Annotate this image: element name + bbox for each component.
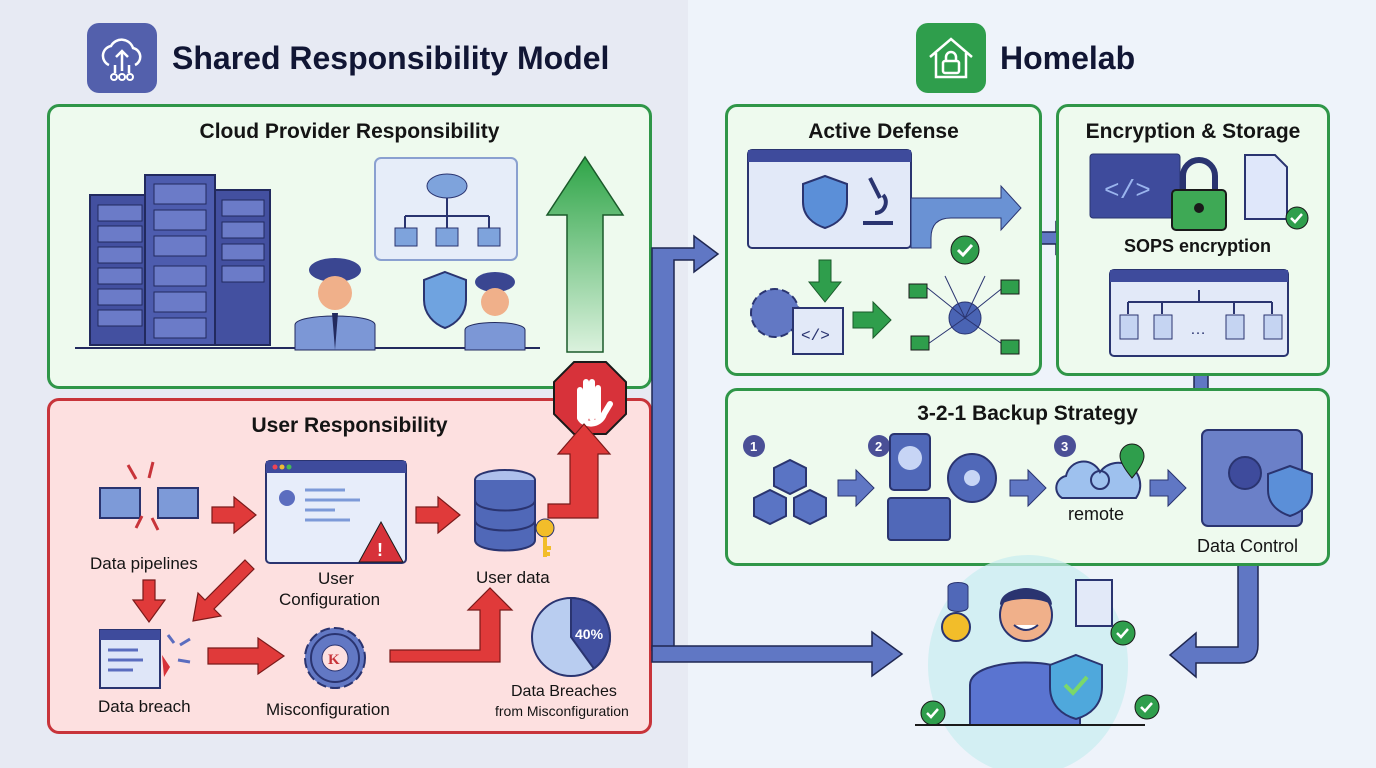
- svg-text:3: 3: [1061, 439, 1068, 454]
- arrow-misconfig-to-userdata: [389, 587, 514, 663]
- user-responsibility-title: User Responsibility: [251, 414, 448, 437]
- shield-key-icon: [1267, 464, 1313, 518]
- database-key-icon: [474, 469, 555, 557]
- svg-text:1: 1: [750, 439, 757, 454]
- encryption-icons: </> …: [1089, 153, 1309, 357]
- sops-encryption-label: SOPS encryption: [1124, 236, 1272, 256]
- document-icon: [1244, 154, 1288, 220]
- arrow-step2-step3: [1009, 468, 1047, 508]
- right-title: Homelab: [1000, 40, 1136, 76]
- svg-text:K: K: [328, 652, 340, 668]
- arrow-to-active-defense: [651, 234, 720, 651]
- check-icon: [950, 235, 980, 265]
- person-with-key-shield-illustration: [915, 555, 1160, 768]
- broken-pipeline-icon: [99, 461, 199, 531]
- cloud-icon: [1055, 460, 1142, 499]
- green-right-arrow: [852, 300, 892, 340]
- step-2-badge: [868, 435, 890, 457]
- pie-title-label: Data Breaches: [511, 683, 617, 700]
- data-control-label: Data Control: [1197, 536, 1299, 556]
- misconfiguration-gear-icon: K: [304, 627, 366, 689]
- remote-label: remote: [1068, 504, 1125, 524]
- police-officer-icon: [464, 272, 526, 351]
- cloud-network-icon: [87, 23, 157, 93]
- location-pin-icon: [1119, 443, 1145, 479]
- data-breach-label: Data breach: [98, 697, 191, 716]
- user-config-label-1: User: [318, 569, 354, 588]
- microscope-icon: [863, 177, 893, 225]
- svg-text:…: …: [1190, 321, 1206, 338]
- green-down-arrow: [807, 259, 843, 303]
- arrow-pipelines-to-config: [211, 495, 257, 535]
- key-icon: [941, 612, 971, 642]
- arrow-to-person-left: [651, 630, 904, 678]
- backup-strategy-title: 3-2-1 Backup Strategy: [917, 402, 1138, 425]
- user-config-window-icon: !: [265, 460, 407, 564]
- backup-icons: 1 2 3: [743, 429, 1313, 541]
- pie-subtitle-label: from Misconfiguration: [495, 703, 629, 719]
- code-window-icon: [792, 307, 844, 355]
- svg-text:</>: </>: [1104, 176, 1151, 206]
- user-flow-arrows: [131, 423, 612, 676]
- user-config-label-2: Configuration: [279, 590, 381, 609]
- arrow-breach-to-misconfig: [207, 636, 286, 676]
- file-tree-window-icon: [1109, 269, 1289, 357]
- active-defense-icons: </>: [747, 149, 1022, 355]
- cubes-icon: [753, 458, 827, 526]
- svg-text:</>: </>: [801, 327, 830, 345]
- cloud-provider-title: Cloud Provider Responsibility: [199, 120, 500, 143]
- tape-cassette-icon: [887, 497, 951, 541]
- shield-icon: [423, 270, 467, 330]
- database-icon: [947, 582, 969, 612]
- arrow-step3-control: [1149, 468, 1187, 508]
- svg-text:!: !: [377, 540, 383, 560]
- step-3-badge: [1054, 435, 1076, 457]
- pie-slice-misconfig: [570, 596, 611, 670]
- step-1-badge: [743, 435, 765, 457]
- police-officer-icon: [294, 258, 376, 351]
- house-lock-icon: [916, 23, 986, 93]
- user-data-label: User data: [476, 568, 550, 587]
- arrow-pipelines-to-breach: [131, 579, 167, 624]
- encryption-storage-title: Encryption & Storage: [1085, 120, 1301, 143]
- data-breach-icon: [99, 629, 191, 689]
- pie-value-label: 40%: [575, 626, 604, 642]
- gear-icon: [750, 288, 800, 338]
- data-pipelines-label: Data pipelines: [90, 554, 198, 573]
- misconfiguration-label: Misconfiguration: [266, 700, 390, 719]
- arrow-userdata-to-stop: [547, 423, 612, 519]
- arrow-config-to-breach: [192, 559, 255, 622]
- green-up-arrow-icon: [545, 155, 625, 353]
- arrow-config-to-data: [415, 495, 461, 535]
- arrow-step1-step2: [837, 468, 875, 508]
- stop-hand-icon: [553, 361, 627, 435]
- left-title: Shared Responsibility Model: [172, 40, 610, 76]
- arrow-control-to-person: [1168, 564, 1259, 679]
- server-rack-icon: [75, 174, 540, 349]
- svg-text:2: 2: [875, 439, 882, 454]
- pie-chart: 40%: [531, 596, 611, 677]
- blue-flow-arrow: [910, 184, 1022, 249]
- org-chart-cloud-icon: [374, 157, 518, 261]
- shield-icon: [802, 174, 848, 230]
- active-defense-title: Active Defense: [808, 120, 959, 143]
- document-window-icon: [1075, 579, 1113, 627]
